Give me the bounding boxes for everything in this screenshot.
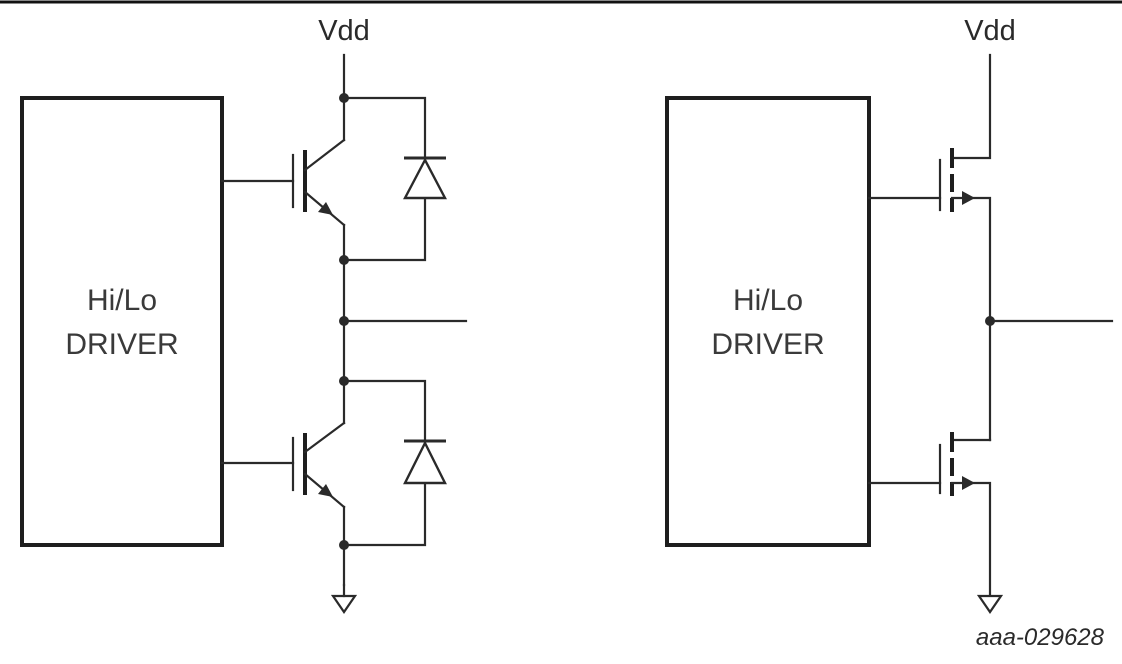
left-driver-label-line1: Hi/Lo (87, 284, 157, 317)
low-source-wire (950, 481, 992, 597)
low-side-igbt (220, 421, 346, 509)
high-drain-wire (950, 53, 992, 160)
low-diode-top-wire (342, 379, 427, 443)
left-igbt-circuit: Hi/Lo DRIVER Vdd (20, 15, 468, 614)
high-collector-lead (303, 138, 346, 172)
right-driver-label-line2: DRIVER (711, 328, 824, 361)
low-diode-triangle (403, 440, 447, 485)
low-side-diode (342, 379, 447, 547)
left-junction-dot (339, 376, 349, 386)
left-junction-dot (339, 255, 349, 265)
left-ground-icon (330, 594, 358, 614)
low-side-mosfet (867, 432, 992, 597)
high-body-arrow (962, 191, 975, 205)
high-side-mosfet (867, 53, 992, 442)
right-vdd-label: Vdd (964, 15, 1016, 47)
high-side-igbt (220, 138, 346, 227)
left-vdd-label: Vdd (318, 15, 370, 47)
low-diode-bottom-wire (342, 481, 427, 547)
left-driver-box (20, 96, 224, 547)
left-junction-dot (339, 540, 349, 550)
right-driver-label-line1: Hi/Lo (733, 284, 803, 317)
high-diode-bottom-wire (342, 196, 427, 262)
right-mosfet-circuit: Hi/Lo DRIVER Vdd aaa-029628 (665, 15, 1114, 651)
high-emitter-arrow (318, 202, 333, 215)
left-junction-dot (339, 316, 349, 326)
low-collector-lead (303, 421, 346, 454)
high-source-wire (950, 196, 992, 442)
right-ground-icon (976, 594, 1004, 614)
left-junction-dot (339, 93, 349, 103)
right-junction-dot (985, 316, 995, 326)
high-diode-top-wire (342, 96, 427, 160)
right-driver-box (665, 96, 871, 547)
left-driver-label-line2: DRIVER (65, 328, 178, 361)
low-emitter-arrow (318, 484, 333, 497)
figure-id-label: aaa-029628 (976, 624, 1105, 651)
high-diode-triangle (403, 157, 447, 200)
high-side-diode (342, 96, 447, 262)
low-body-arrow (962, 476, 975, 490)
